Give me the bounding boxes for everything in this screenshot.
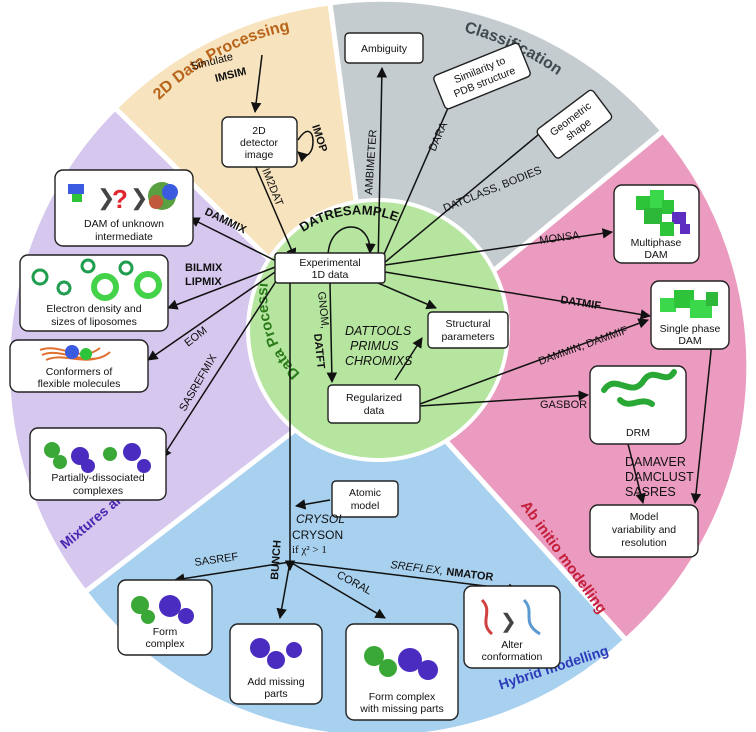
label-monsa: MONSA xyxy=(539,229,581,247)
label-lipmix: LIPMIX xyxy=(185,276,222,288)
dam-intermediate-icon: ❯ ? ❯ xyxy=(68,182,178,214)
svg-text:conformation: conformation xyxy=(482,651,543,663)
label-damaver: DAMAVER xyxy=(625,455,686,469)
node-similarity-pdb: Similarity to PDB structure xyxy=(433,42,531,110)
svg-text:parts: parts xyxy=(264,688,287,700)
label-damclust: DAMCLUST xyxy=(625,470,694,484)
label-bunch: BUNCH xyxy=(269,540,284,581)
svg-text:DAM: DAM xyxy=(678,335,701,347)
alter-conformation-icon: ❯ xyxy=(480,598,541,636)
svg-text:?: ? xyxy=(112,184,128,214)
label-bilmix: BILMIX xyxy=(185,262,223,274)
svg-text:Conformers of: Conformers of xyxy=(46,366,113,378)
label-nmator: NMATOR xyxy=(446,566,494,584)
conformers-icon xyxy=(39,345,111,361)
label-sasres: SASRES xyxy=(625,485,676,499)
svg-text:1D data: 1D data xyxy=(312,269,349,281)
svg-text:Atomic: Atomic xyxy=(349,487,381,499)
svg-text:Form: Form xyxy=(153,626,178,638)
svg-text:parameters: parameters xyxy=(441,331,494,343)
svg-text:image: image xyxy=(245,149,274,161)
svg-text:Experimental: Experimental xyxy=(299,257,360,269)
label-crysol: CRYSOL xyxy=(296,512,345,526)
node-alter-conformation: Alter conformation xyxy=(463,585,561,669)
svg-text:with missing parts: with missing parts xyxy=(359,703,443,715)
node-atomic-model: Atomic model xyxy=(331,480,399,518)
svg-text:detector: detector xyxy=(240,137,278,149)
drm-chain-icon xyxy=(601,369,677,407)
svg-text:Multiphase: Multiphase xyxy=(631,237,682,249)
node-structural-parameters: Structural parameters xyxy=(427,311,509,349)
label-ambimeter: AMBIMETER xyxy=(363,129,380,195)
node-form-complex-missing: Form complex with missing parts xyxy=(345,623,459,721)
label-gasbor: GASBOR xyxy=(540,399,587,411)
label-datft: DATFT xyxy=(311,333,327,370)
svg-text:Alter: Alter xyxy=(501,639,523,651)
label-gnom: GNOM, xyxy=(315,291,331,329)
label-chromixs: CHROMIXS xyxy=(345,354,413,368)
svg-text:Partially-dissociated: Partially-dissociated xyxy=(51,472,145,484)
svg-text:DAM: DAM xyxy=(644,249,667,261)
svg-text:data: data xyxy=(364,405,385,417)
complex-structure-icon xyxy=(44,442,151,473)
label-chi-condition: if χ² > 1 xyxy=(292,544,327,556)
svg-text:Single phase: Single phase xyxy=(660,323,721,335)
svg-text:intermediate: intermediate xyxy=(95,231,153,243)
svg-text:❯: ❯ xyxy=(97,185,115,211)
node-regularized-data: Regularized data xyxy=(327,384,421,424)
complex-structure-icon xyxy=(364,646,438,680)
node-conformers: Conformers of flexible molecules xyxy=(9,339,149,393)
node-model-variability: Model variability and resolution xyxy=(589,504,699,558)
node-experimental-1d-data: Experimental 1D data xyxy=(274,252,386,284)
svg-text:Model: Model xyxy=(630,511,659,523)
node-ambiguity: Ambiguity xyxy=(344,32,424,64)
svg-text:Structural: Structural xyxy=(446,318,491,330)
green-bead-model-icon xyxy=(636,190,690,236)
complex-structure-icon xyxy=(250,638,302,669)
svg-text:model: model xyxy=(351,500,380,512)
node-form-complex: Form complex xyxy=(117,579,213,656)
svg-text:❯: ❯ xyxy=(500,611,517,633)
arrows xyxy=(147,54,713,620)
svg-text:sizes of liposomes: sizes of liposomes xyxy=(51,316,137,328)
liposome-icon xyxy=(31,258,162,301)
node-2d-detector-image: 2D detector image xyxy=(221,116,298,168)
svg-text:variability and: variability and xyxy=(612,524,676,536)
svg-text:DRM: DRM xyxy=(626,427,650,439)
svg-text:❯: ❯ xyxy=(130,185,148,211)
label-dattools: DATTOOLS xyxy=(345,324,412,338)
svg-text:flexible molecules: flexible molecules xyxy=(38,378,121,390)
label-cryson: CRYSON xyxy=(292,528,343,542)
svg-text:Add missing: Add missing xyxy=(247,676,304,688)
svg-text:complexes: complexes xyxy=(73,485,123,497)
svg-text:Ambiguity: Ambiguity xyxy=(361,43,408,55)
complex-structure-icon xyxy=(131,595,194,624)
svg-text:2D: 2D xyxy=(252,125,266,137)
svg-text:complex: complex xyxy=(145,638,185,650)
svg-text:resolution: resolution xyxy=(621,537,667,549)
svg-text:Electron density and: Electron density and xyxy=(46,303,141,315)
svg-text:DAM of unknown: DAM of unknown xyxy=(84,218,164,230)
svg-text:Form complex: Form complex xyxy=(369,691,436,703)
green-bead-model-icon xyxy=(660,290,718,318)
label-primus: PRIMUS xyxy=(350,339,399,353)
svg-text:Regularized: Regularized xyxy=(346,392,402,404)
